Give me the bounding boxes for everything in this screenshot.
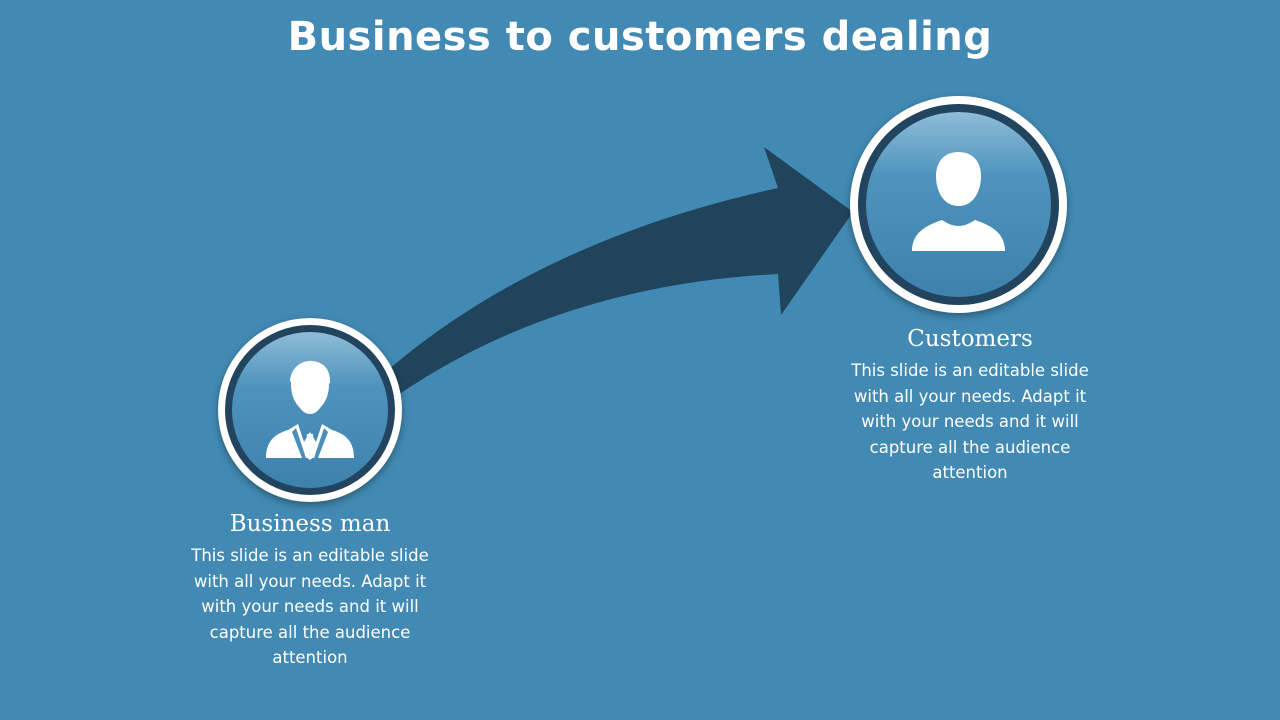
slide-title: Business to customers dealing xyxy=(287,14,993,60)
businessman-heading: Business man xyxy=(229,511,391,537)
businessman-description: This slide is an editable slide with all… xyxy=(191,546,429,667)
businessman-node xyxy=(218,318,402,502)
customers-description: This slide is an editable slide with all… xyxy=(851,361,1089,482)
customers-heading: Customers xyxy=(907,326,1033,352)
businessman-label: Business man This slide is an editable s… xyxy=(180,511,440,671)
businessman-icon xyxy=(266,360,354,460)
customers-node xyxy=(850,96,1067,313)
customers-label: Customers This slide is an editable slid… xyxy=(840,326,1100,486)
arrow-body xyxy=(388,147,853,395)
person-icon xyxy=(912,152,1005,251)
